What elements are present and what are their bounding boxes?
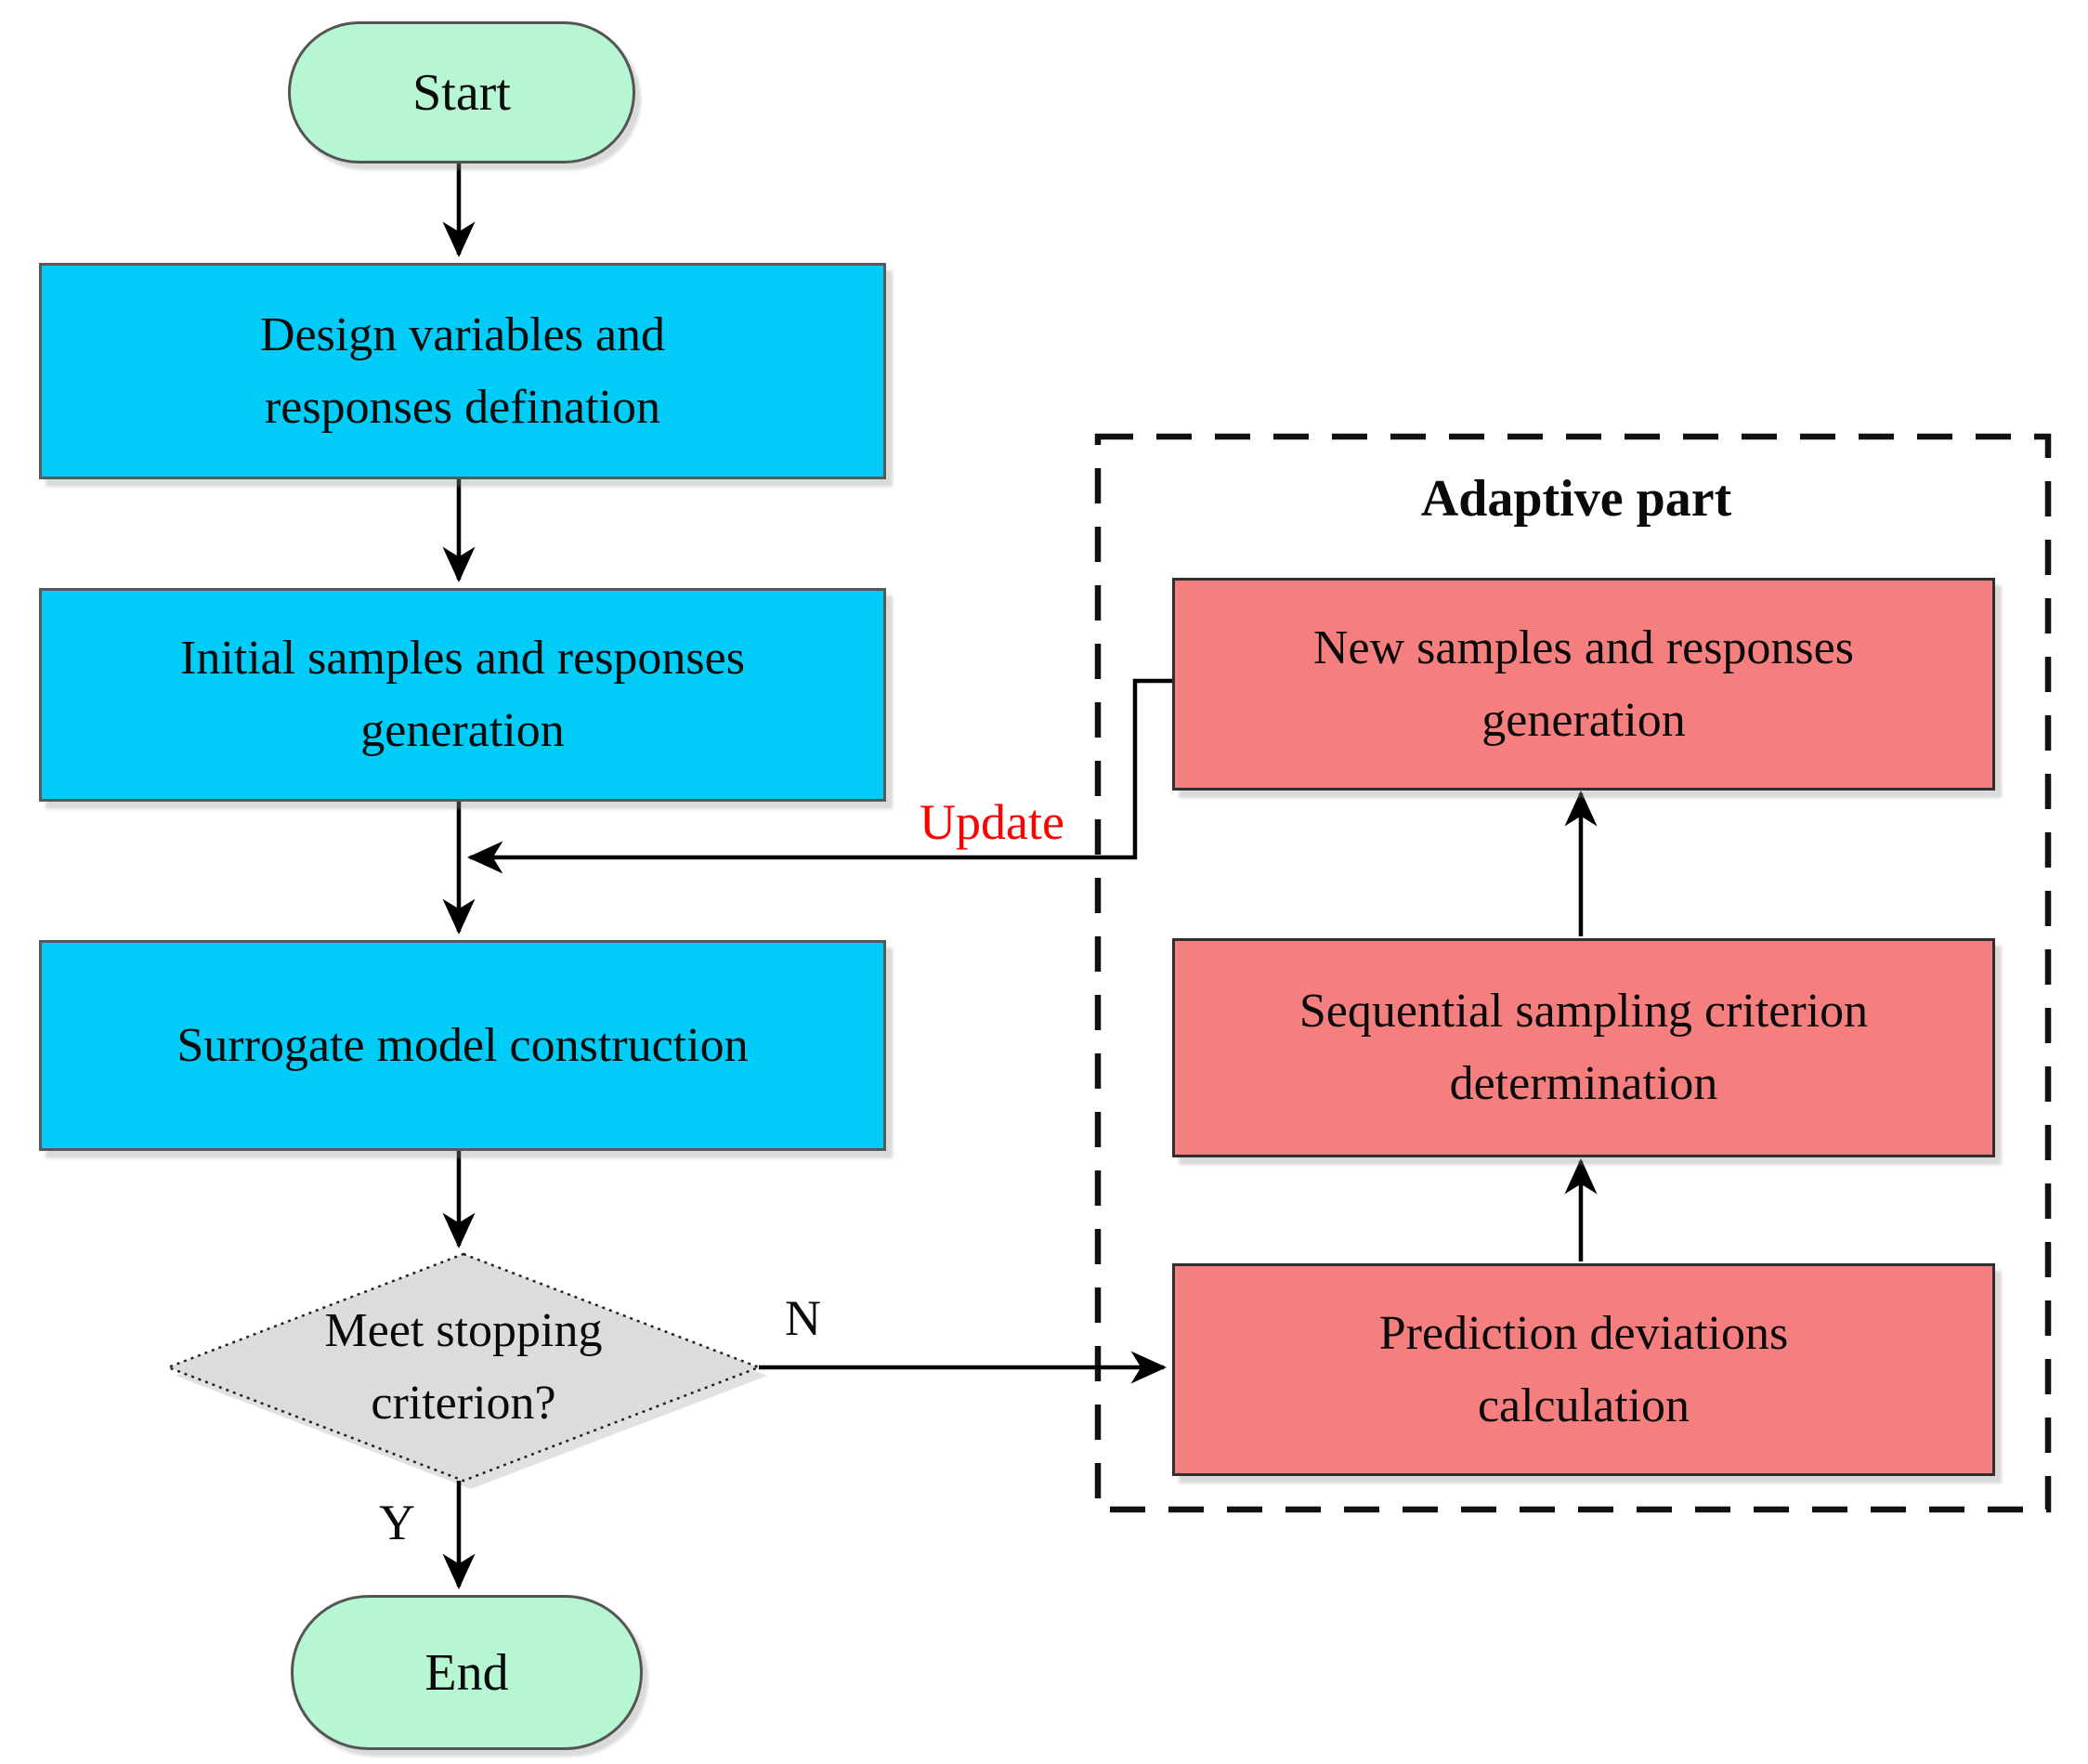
decision-meet-stopping-criterion: Meet stopping criterion? — [324, 1304, 603, 1430]
edge-update-feedback — [466, 678, 1172, 874]
process-surrogate-model: Surrogate model construction — [39, 940, 886, 1151]
yes-branch-label: Y — [379, 1495, 415, 1550]
process-prediction-deviations: Prediction deviations calculation — [1172, 1263, 1995, 1476]
process-new-samples: New samples and responses generation — [1172, 578, 1995, 791]
decision-diamond-shape — [164, 1252, 763, 1483]
adaptive-part-dashed-border — [1094, 433, 2052, 1513]
adaptive-part-title: Adaptive part — [1420, 470, 1732, 528]
no-branch-label: N — [785, 1290, 821, 1346]
process-initial-samples: Initial samples and responses generation — [39, 588, 886, 802]
decision-diamond — [164, 1252, 767, 1489]
update-edge-label: Update — [920, 794, 1064, 850]
end-terminator: End — [291, 1595, 643, 1750]
process-sequential-sampling: Sequential sampling criterion determinat… — [1172, 938, 1995, 1157]
start-terminator: Start — [288, 21, 635, 163]
process-design-variables: Design variables and responses definatio… — [39, 263, 886, 479]
